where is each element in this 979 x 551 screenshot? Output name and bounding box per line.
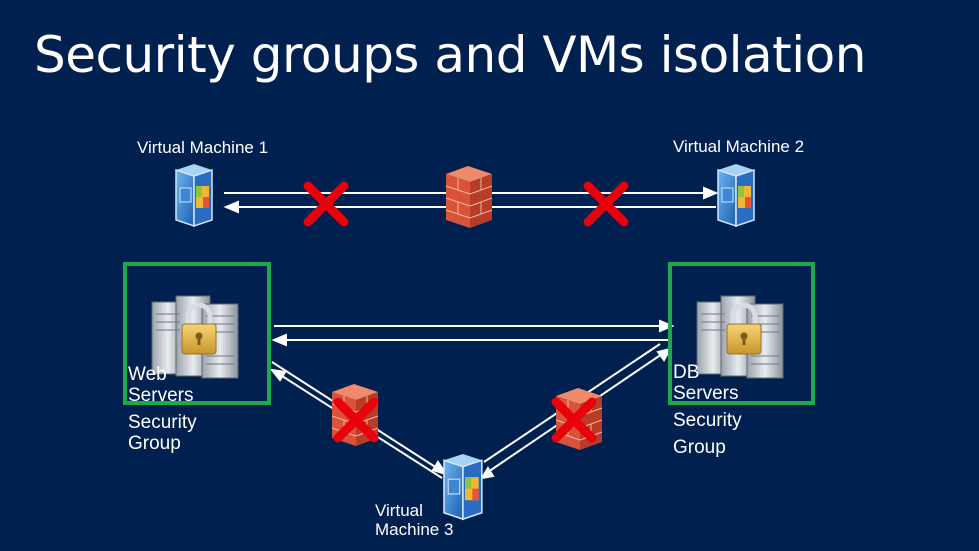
db-label-line: Servers [673,383,739,404]
db-server-lock-icon [697,296,783,378]
vm1-label: Virtual Machine 1 [137,138,269,157]
web-label-line: Group [128,433,181,454]
vm3-label-line: Machine 3 [375,520,454,539]
db-label-line: DB [673,362,700,383]
web-label-line: Web [128,364,167,385]
firewall-top-icon [445,165,493,229]
web-servers-group-border [123,262,271,405]
block-x-icon [588,186,624,222]
db-label-line: Group [673,437,726,458]
web-label-line: Security [128,412,197,433]
vm1-icon [175,163,213,227]
block-x-icon [308,186,344,222]
web-db-link [271,319,675,347]
slide-title: Security groups and VMs isolation [34,26,866,84]
vm3-icon [443,453,483,520]
db-servers-group-border [668,262,815,405]
vm2-icon [717,163,755,227]
vm2-label: Virtual Machine 2 [673,137,805,156]
vm3-label-line: Virtual [375,501,423,520]
db-label-line: Security [673,410,742,431]
web-label-line: Servers [128,385,194,406]
